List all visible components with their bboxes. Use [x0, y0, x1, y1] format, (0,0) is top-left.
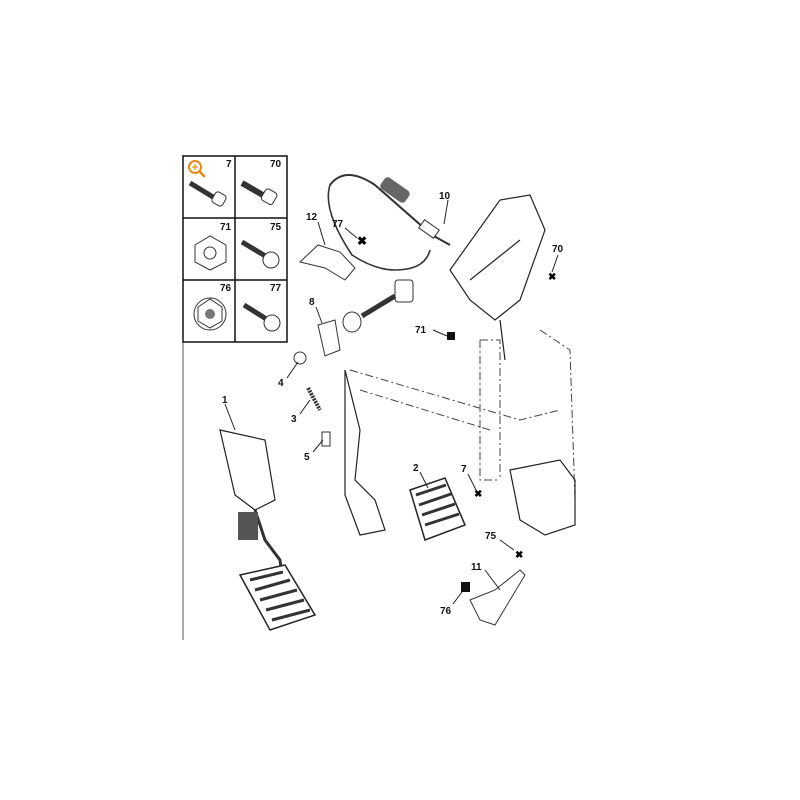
callout-8: 8	[309, 297, 315, 308]
callout-71: 71	[415, 325, 427, 336]
nut-71-icon	[194, 235, 227, 271]
callout-12: 12	[306, 212, 318, 223]
legend-ref-75: 75	[270, 222, 282, 233]
legend-ref-71: 71	[220, 222, 232, 233]
callout-2: 2	[413, 463, 419, 474]
clutch-cable-10	[327, 174, 451, 333]
bolt-77-marker: ✖	[357, 234, 367, 248]
callout-3: 3	[291, 414, 297, 425]
bolt-7-icon	[188, 180, 227, 207]
bolt-75-marker: ✖	[515, 550, 523, 561]
leader-lines	[224, 199, 559, 605]
pedal-bracket-outline	[344, 194, 576, 536]
legend-ref-76: 76	[220, 283, 232, 294]
pin-5	[321, 431, 331, 447]
bolt-70-icon	[240, 180, 278, 205]
brake-pedal-pad-2	[409, 477, 466, 541]
clutch-pedal-1	[219, 429, 317, 631]
magnifier-plus-icon[interactable]	[188, 160, 206, 178]
callout-4: 4	[278, 378, 284, 389]
callout-76: 76	[440, 606, 452, 617]
legend-ref-77: 77	[270, 283, 282, 294]
callout-1: 1	[222, 395, 228, 406]
fastener-legend-box: 7 70 71 75 76 77	[182, 155, 288, 343]
bolt-77-icon	[242, 302, 281, 332]
cable-clip-12	[298, 244, 356, 281]
nut-76-icon	[193, 297, 227, 331]
legend-ref-70: 70	[270, 159, 282, 170]
callout-70: 70	[552, 244, 564, 255]
spring-3	[306, 387, 322, 411]
callout-11: 11	[471, 562, 482, 573]
bolt-70-marker: ✖	[548, 272, 556, 283]
nut-71-marker	[447, 332, 455, 340]
nut-76-marker	[461, 582, 470, 592]
legend-ref-7: 7	[226, 159, 232, 170]
callout-7: 7	[461, 464, 467, 475]
switch-bracket-11	[469, 569, 526, 626]
callout-5: 5	[304, 452, 310, 463]
callout-10: 10	[439, 191, 451, 202]
bracket-8	[317, 319, 341, 357]
bolt-75-icon	[240, 239, 280, 269]
bolt-7-marker: ✖	[474, 489, 482, 500]
callout-75: 75	[485, 531, 497, 542]
clip-4	[293, 351, 307, 365]
callout-77: 77	[332, 219, 344, 230]
